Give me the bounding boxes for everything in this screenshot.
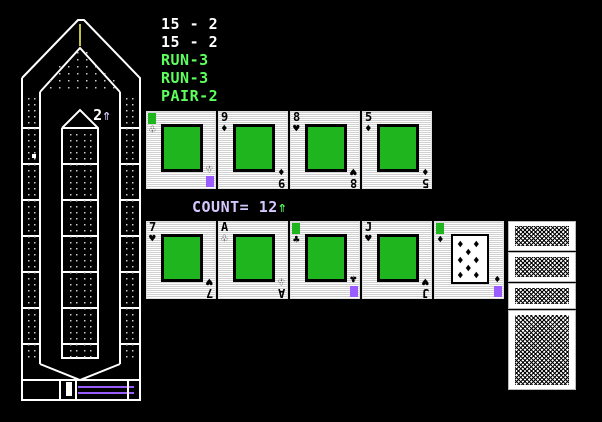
card-suit: ♦ bbox=[494, 272, 501, 285]
score-line-3: RUN-3 bbox=[161, 51, 209, 69]
card-face bbox=[233, 124, 275, 172]
card-face bbox=[161, 234, 203, 282]
face-badge bbox=[206, 176, 214, 187]
card-top-2[interactable]: 9 ♦ ♦ 9 bbox=[218, 111, 288, 189]
card-face bbox=[305, 234, 347, 282]
spade-icon: ⇑ bbox=[277, 198, 288, 216]
score-line-5: PAIR-2 bbox=[161, 87, 219, 105]
card-face bbox=[305, 124, 347, 172]
face-badge bbox=[350, 286, 358, 297]
card-rank: A bbox=[277, 286, 285, 299]
card-suit: ♥ bbox=[365, 232, 372, 245]
face-badge bbox=[292, 223, 300, 234]
card-bottom-4[interactable]: J ♥ ♥ J bbox=[362, 221, 432, 299]
deck-pile[interactable] bbox=[508, 310, 576, 390]
card-rank: J bbox=[421, 286, 429, 299]
card-face bbox=[377, 124, 419, 172]
card-suit: ♣ bbox=[293, 233, 300, 246]
card-suit: ♦ bbox=[365, 122, 372, 135]
card-suit: ♦ bbox=[437, 233, 444, 246]
card-top-1[interactable]: ♧ ♧ bbox=[146, 111, 216, 189]
card-suit: ♧ bbox=[221, 232, 228, 245]
card-top-3[interactable]: 8 ♥ ♥ 8 bbox=[290, 111, 360, 189]
card-rank: 8 bbox=[349, 176, 357, 189]
spade-icon: ⇑ bbox=[102, 106, 112, 124]
card-bottom-2[interactable]: A ♧ ♧ A bbox=[218, 221, 288, 299]
score-line-4: RUN-3 bbox=[161, 69, 209, 87]
card-face bbox=[161, 124, 203, 172]
card-rank: 5 bbox=[421, 176, 429, 189]
card-rank: A bbox=[221, 221, 229, 234]
peg-score-value: 2 bbox=[93, 106, 103, 124]
card-rank: 9 bbox=[277, 176, 285, 189]
face-badge bbox=[494, 286, 502, 297]
card-bottom-1[interactable]: 7 ♥ ♥ 7 bbox=[146, 221, 216, 299]
deck-card-3[interactable] bbox=[508, 283, 576, 309]
card-rank: 9 bbox=[221, 111, 229, 124]
score-line-1: 15 - 2 bbox=[161, 15, 219, 33]
cribbage-board bbox=[21, 19, 141, 401]
card-bottom-3[interactable]: ♣ ♣ bbox=[290, 221, 360, 299]
card-suit: ♥ bbox=[149, 232, 156, 245]
card-rank: 8 bbox=[293, 111, 301, 124]
card-face bbox=[377, 234, 419, 282]
card-rank: 7 bbox=[205, 286, 213, 299]
card-rank: J bbox=[365, 221, 373, 234]
card-top-4[interactable]: 5 ♦ ♦ 5 bbox=[362, 111, 432, 189]
peg-score-label: 2⇑ bbox=[75, 88, 111, 124]
deck-card-1[interactable] bbox=[508, 221, 576, 251]
face-badge bbox=[148, 113, 156, 124]
card-suit: ♧ bbox=[206, 162, 213, 175]
card-face bbox=[233, 234, 275, 282]
card-rank: 7 bbox=[149, 221, 157, 234]
count-value: COUNT= 12 bbox=[192, 198, 278, 216]
card-bottom-5[interactable]: ♦ ♦ ♦ ♦ ♦ ♦ ♦ ♦ ♦ ♦ bbox=[434, 221, 504, 299]
deck-card-2[interactable] bbox=[508, 252, 576, 282]
card-suit: ♧ bbox=[149, 123, 156, 136]
score-line-2: 15 - 2 bbox=[161, 33, 219, 51]
count-label: COUNT= 12⇑ bbox=[192, 198, 287, 216]
face-badge bbox=[436, 223, 444, 234]
card-rank: 5 bbox=[365, 111, 373, 124]
card-suit: ♥ bbox=[293, 122, 300, 135]
card-suit: ♣ bbox=[350, 272, 357, 285]
card-suit: ♦ bbox=[221, 122, 228, 135]
pip-face: ♦ ♦ ♦ ♦ ♦ ♦ ♦ ♦ bbox=[451, 234, 489, 284]
